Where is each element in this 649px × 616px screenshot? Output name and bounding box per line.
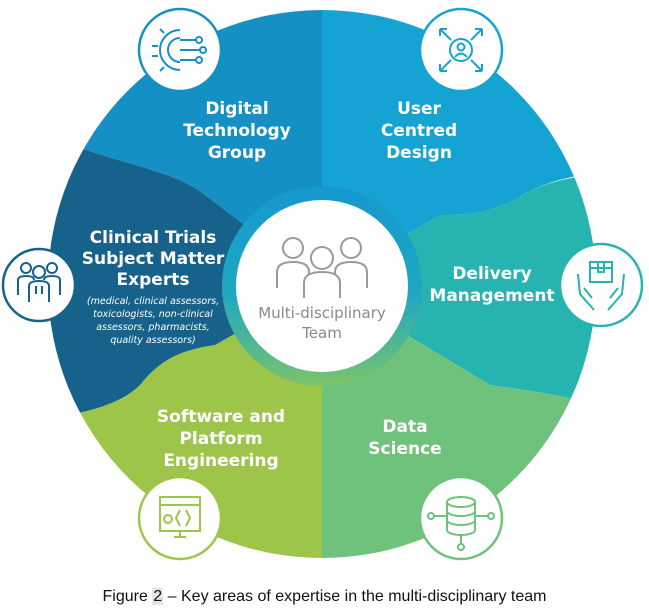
center-label-line-2: Team [301,324,342,342]
svg-text:User: User [397,99,441,119]
label-clinical-trials: Clinical Trials Subject Matter Experts (… [82,228,225,346]
svg-text:quality assessors): quality assessors) [110,335,195,346]
svg-text:Subject Matter: Subject Matter [82,249,225,269]
svg-text:Group: Group [208,143,266,163]
label-delivery-management: Delivery Management [429,264,554,306]
svg-text:Science: Science [368,439,441,459]
hands-box-icon [558,242,644,328]
label-software-platform: Software and Platform Engineering [157,407,285,471]
segment-delivery-management [322,170,596,420]
caption-number: 2 [152,588,164,605]
svg-text:Digital: Digital [205,99,268,119]
code-window-icon [137,475,223,561]
svg-text:Delivery: Delivery [452,264,531,284]
svg-text:Engineering: Engineering [163,451,278,471]
svg-text:Platform: Platform [179,429,262,449]
svg-text:Software and: Software and [157,407,285,427]
svg-text:Centred: Centred [381,121,457,141]
svg-text:Data: Data [382,417,427,437]
svg-text:Management: Management [429,286,554,306]
label-digital-technology: Digital Technology Group [183,99,291,163]
svg-text:Technology: Technology [183,121,291,141]
caption-prefix: Figure [102,588,153,605]
svg-text:(medical, clinical assessors,: (medical, clinical assessors, [87,296,219,307]
group-people-icon [276,237,368,298]
expertise-wheel-diagram: Multi-disciplinary Team Digital Technolo… [1,7,644,561]
svg-text:toxicologists, non-clinical: toxicologists, non-clinical [93,309,213,320]
segment-clinical-trials [48,140,322,420]
user-focus-icon [418,7,504,93]
team-people-icon [1,247,77,323]
svg-text:assessors, pharmacists,: assessors, pharmacists, [96,322,210,333]
database-network-icon [418,475,504,561]
svg-text:Experts: Experts [117,270,190,290]
label-user-centred-design: User Centred Design [381,99,457,163]
figure-caption: Figure 2 – Key areas of expertise in the… [0,588,649,606]
svg-text:Design: Design [386,143,452,163]
gear-network-icon [137,7,223,93]
label-data-science: Data Science [368,417,441,459]
center-label-line-1: Multi-disciplinary [258,304,386,322]
svg-text:Clinical Trials: Clinical Trials [90,228,217,248]
caption-text: – Key areas of expertise in the multi-di… [163,588,547,605]
